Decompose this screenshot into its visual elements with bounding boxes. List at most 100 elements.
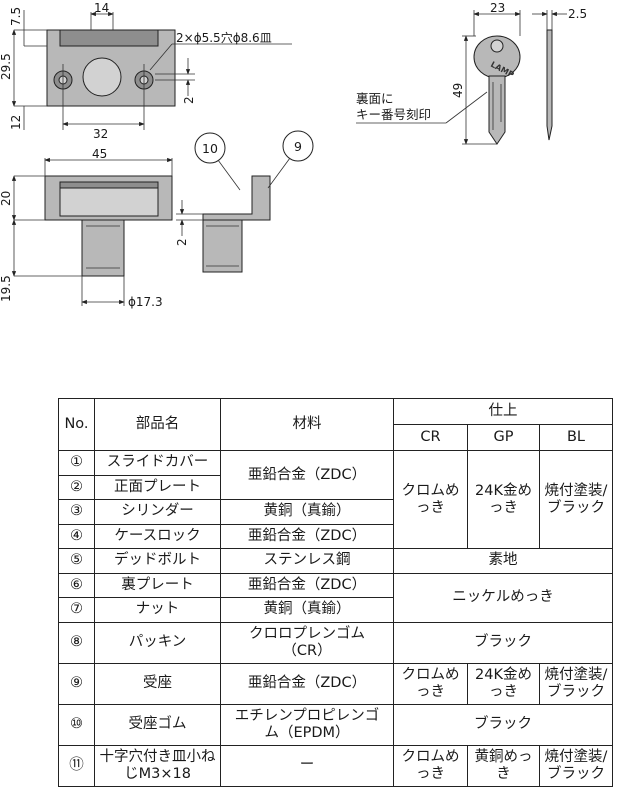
row-finish-cr-text: クロムめっき [401, 666, 460, 700]
group-finish-bl: 焼付塗装/ブラック [539, 450, 613, 549]
header-material: 材料 [220, 398, 394, 451]
row-no: ⑧ [58, 621, 95, 664]
table-row: ⑥ 裏プレート 亜鉛合金（ZDC） ニッケルめっき [58, 572, 613, 623]
key-note-line2: キー番号刻印 [356, 107, 431, 122]
dim-front-height: 29.5 [0, 53, 13, 80]
row-material: 黄銅（真鍮） [220, 597, 394, 623]
row-material: 亜鉛合金（ZDC） [220, 662, 394, 705]
row-material-text: エチレンプロピレンゴム（EPDM） [234, 707, 380, 741]
row-finish-gp: 黄銅めっき [467, 744, 540, 787]
row-finish-gp: 24K金めっき [467, 662, 540, 705]
header-gp: GP [467, 424, 540, 451]
row-no: ③ [58, 499, 95, 525]
callout-circle-9 [282, 130, 314, 162]
row-material: ステンレス鋼 [220, 548, 394, 574]
dim-front-offset: 2 [182, 96, 196, 104]
row-material: クロロプレンゴム（CR） [220, 621, 394, 664]
row-finish-bl-text: 焼付塗装/ブラック [544, 748, 608, 782]
key-view [356, 10, 567, 145]
row-name: 受座ゴム [94, 703, 221, 746]
row-name: スライドカバー [94, 450, 221, 476]
row-material: 亜鉛合金（ZDC） [220, 572, 394, 598]
row-no: ④ [58, 523, 95, 549]
row-finish-bl: 焼付塗装/ブラック [539, 662, 613, 705]
row-finish-cr-text: クロムめっき [401, 748, 460, 782]
row-material: ー [220, 744, 394, 787]
header-cr: CR [393, 424, 468, 451]
row-name: 裏プレート [94, 572, 221, 598]
table-row: ③ シリンダー 黄銅（真鍮） [58, 499, 613, 525]
group-finish-cr: クロムめっき [393, 450, 468, 549]
dim-front-width: 14 [94, 1, 109, 15]
key-ring-hole-shape [490, 39, 504, 53]
row-no: ② [58, 474, 95, 500]
row-name: シリンダー [94, 499, 221, 525]
row-material: エチレンプロピレンゴム（EPDM） [220, 703, 394, 746]
parts-table: No. 部品名 材料 仕上 CR GP BL ① スライドカバー 亜鉛合金（ZD… [58, 398, 613, 787]
case-edge-shape [59, 181, 159, 189]
dim-front-top: 7.5 [9, 7, 23, 26]
technical-drawing: 14 29.5 7.5 12 32 2 2×ϕ5.5穴ϕ8.6皿 45 20 1… [0, 1, 587, 309]
dim-side-width: 45 [92, 147, 107, 161]
dim-side-protrusion: 19.5 [0, 275, 13, 302]
row-name: デッドボルト [94, 548, 221, 574]
row-material: 亜鉛合金（ZDC） [220, 450, 394, 500]
row-no: ⑥ [58, 572, 95, 598]
dim-side-height: 20 [0, 191, 13, 206]
group-finish-gp-text: 24K金めっき [475, 482, 532, 516]
header-no: No. [58, 398, 95, 451]
front-view [11, 10, 292, 130]
hole-note: 2×ϕ5.5穴ϕ8.6皿 [176, 30, 272, 45]
callout-9: 9 [294, 139, 302, 154]
row-name: ナット [94, 597, 221, 623]
table-row: ⑨ 受座 亜鉛合金（ZDC） クロムめっき 24K金めっき 焼付塗装/ブラック [58, 662, 613, 705]
row-material: 亜鉛合金（ZDC） [220, 523, 394, 549]
strike-bracket-shape [202, 175, 271, 221]
row-finish-bl-text: 焼付塗装/ブラック [544, 666, 608, 700]
group-finish-cr-text: クロムめっき [401, 482, 460, 516]
row-finish: ブラック [393, 703, 613, 746]
key-edge-shape [546, 29, 553, 141]
callout-10: 10 [202, 141, 218, 156]
row-name-text: 十字穴付き皿小ねじM3×18 [99, 748, 216, 782]
strike-view [176, 130, 314, 273]
side-view [11, 157, 173, 306]
key-note-line1: 裏面に [356, 91, 394, 106]
table-row: ① スライドカバー 亜鉛合金（ZDC） クロムめっき 24K金めっき 焼付塗装/… [58, 450, 613, 549]
row-material-text: クロロプレンゴム（CR） [249, 625, 365, 659]
slide-cover-shape [59, 29, 159, 47]
dim-side-diameter: ϕ17.3 [128, 295, 163, 309]
table-row: ⑪ 十字穴付き皿小ねじM3×18 ー クロムめっき 黄銅めっき 焼付塗装/ブラッ… [58, 744, 613, 787]
dim-key-width: 23 [490, 1, 505, 15]
row-finish-cr: クロムめっき [393, 662, 468, 705]
table-row: ⑩ 受座ゴム エチレンプロピレンゴム（EPDM） ブラック [58, 703, 613, 746]
dim-strike-offset: 2 [175, 238, 189, 246]
cylinder-body-shape [81, 219, 125, 277]
header-bl: BL [539, 424, 613, 451]
header-name: 部品名 [94, 398, 221, 451]
row-name: ケースロック [94, 523, 221, 549]
row-finish: ブラック [393, 621, 613, 664]
row-no: ① [58, 450, 95, 476]
group-finish-gp: 24K金めっき [467, 450, 540, 549]
row-name: 受座 [94, 662, 221, 705]
dim-key-thickness: 2.5 [568, 7, 587, 21]
group-finish-nickel: ニッケルめっき [393, 572, 613, 623]
row-no: ⑩ [58, 703, 95, 746]
row-name: パッキン [94, 621, 221, 664]
row-finish-cr: クロムめっき [393, 744, 468, 787]
row-finish-bl: 焼付塗装/ブラック [539, 744, 613, 787]
dim-hole-pitch: 32 [93, 127, 108, 141]
callout-circle-10 [194, 132, 226, 164]
cylinder-face-shape [82, 57, 122, 97]
row-finish-gp-text: 24K金めっき [475, 666, 532, 700]
table-row: ⑧ パッキン クロロプレンゴム（CR） ブラック [58, 621, 613, 664]
row-no: ⑪ [58, 744, 95, 787]
row-name: 十字穴付き皿小ねじM3×18 [94, 744, 221, 787]
table-row: ⑦ ナット 黄銅（真鍮） [58, 597, 613, 623]
header-finish: 仕上 [393, 398, 613, 425]
dim-front-bottom: 12 [9, 115, 23, 130]
strike-rubber-shape [202, 219, 243, 273]
row-material: 黄銅（真鍮） [220, 499, 394, 525]
row-finish-gp-text: 黄銅めっき [474, 748, 533, 782]
